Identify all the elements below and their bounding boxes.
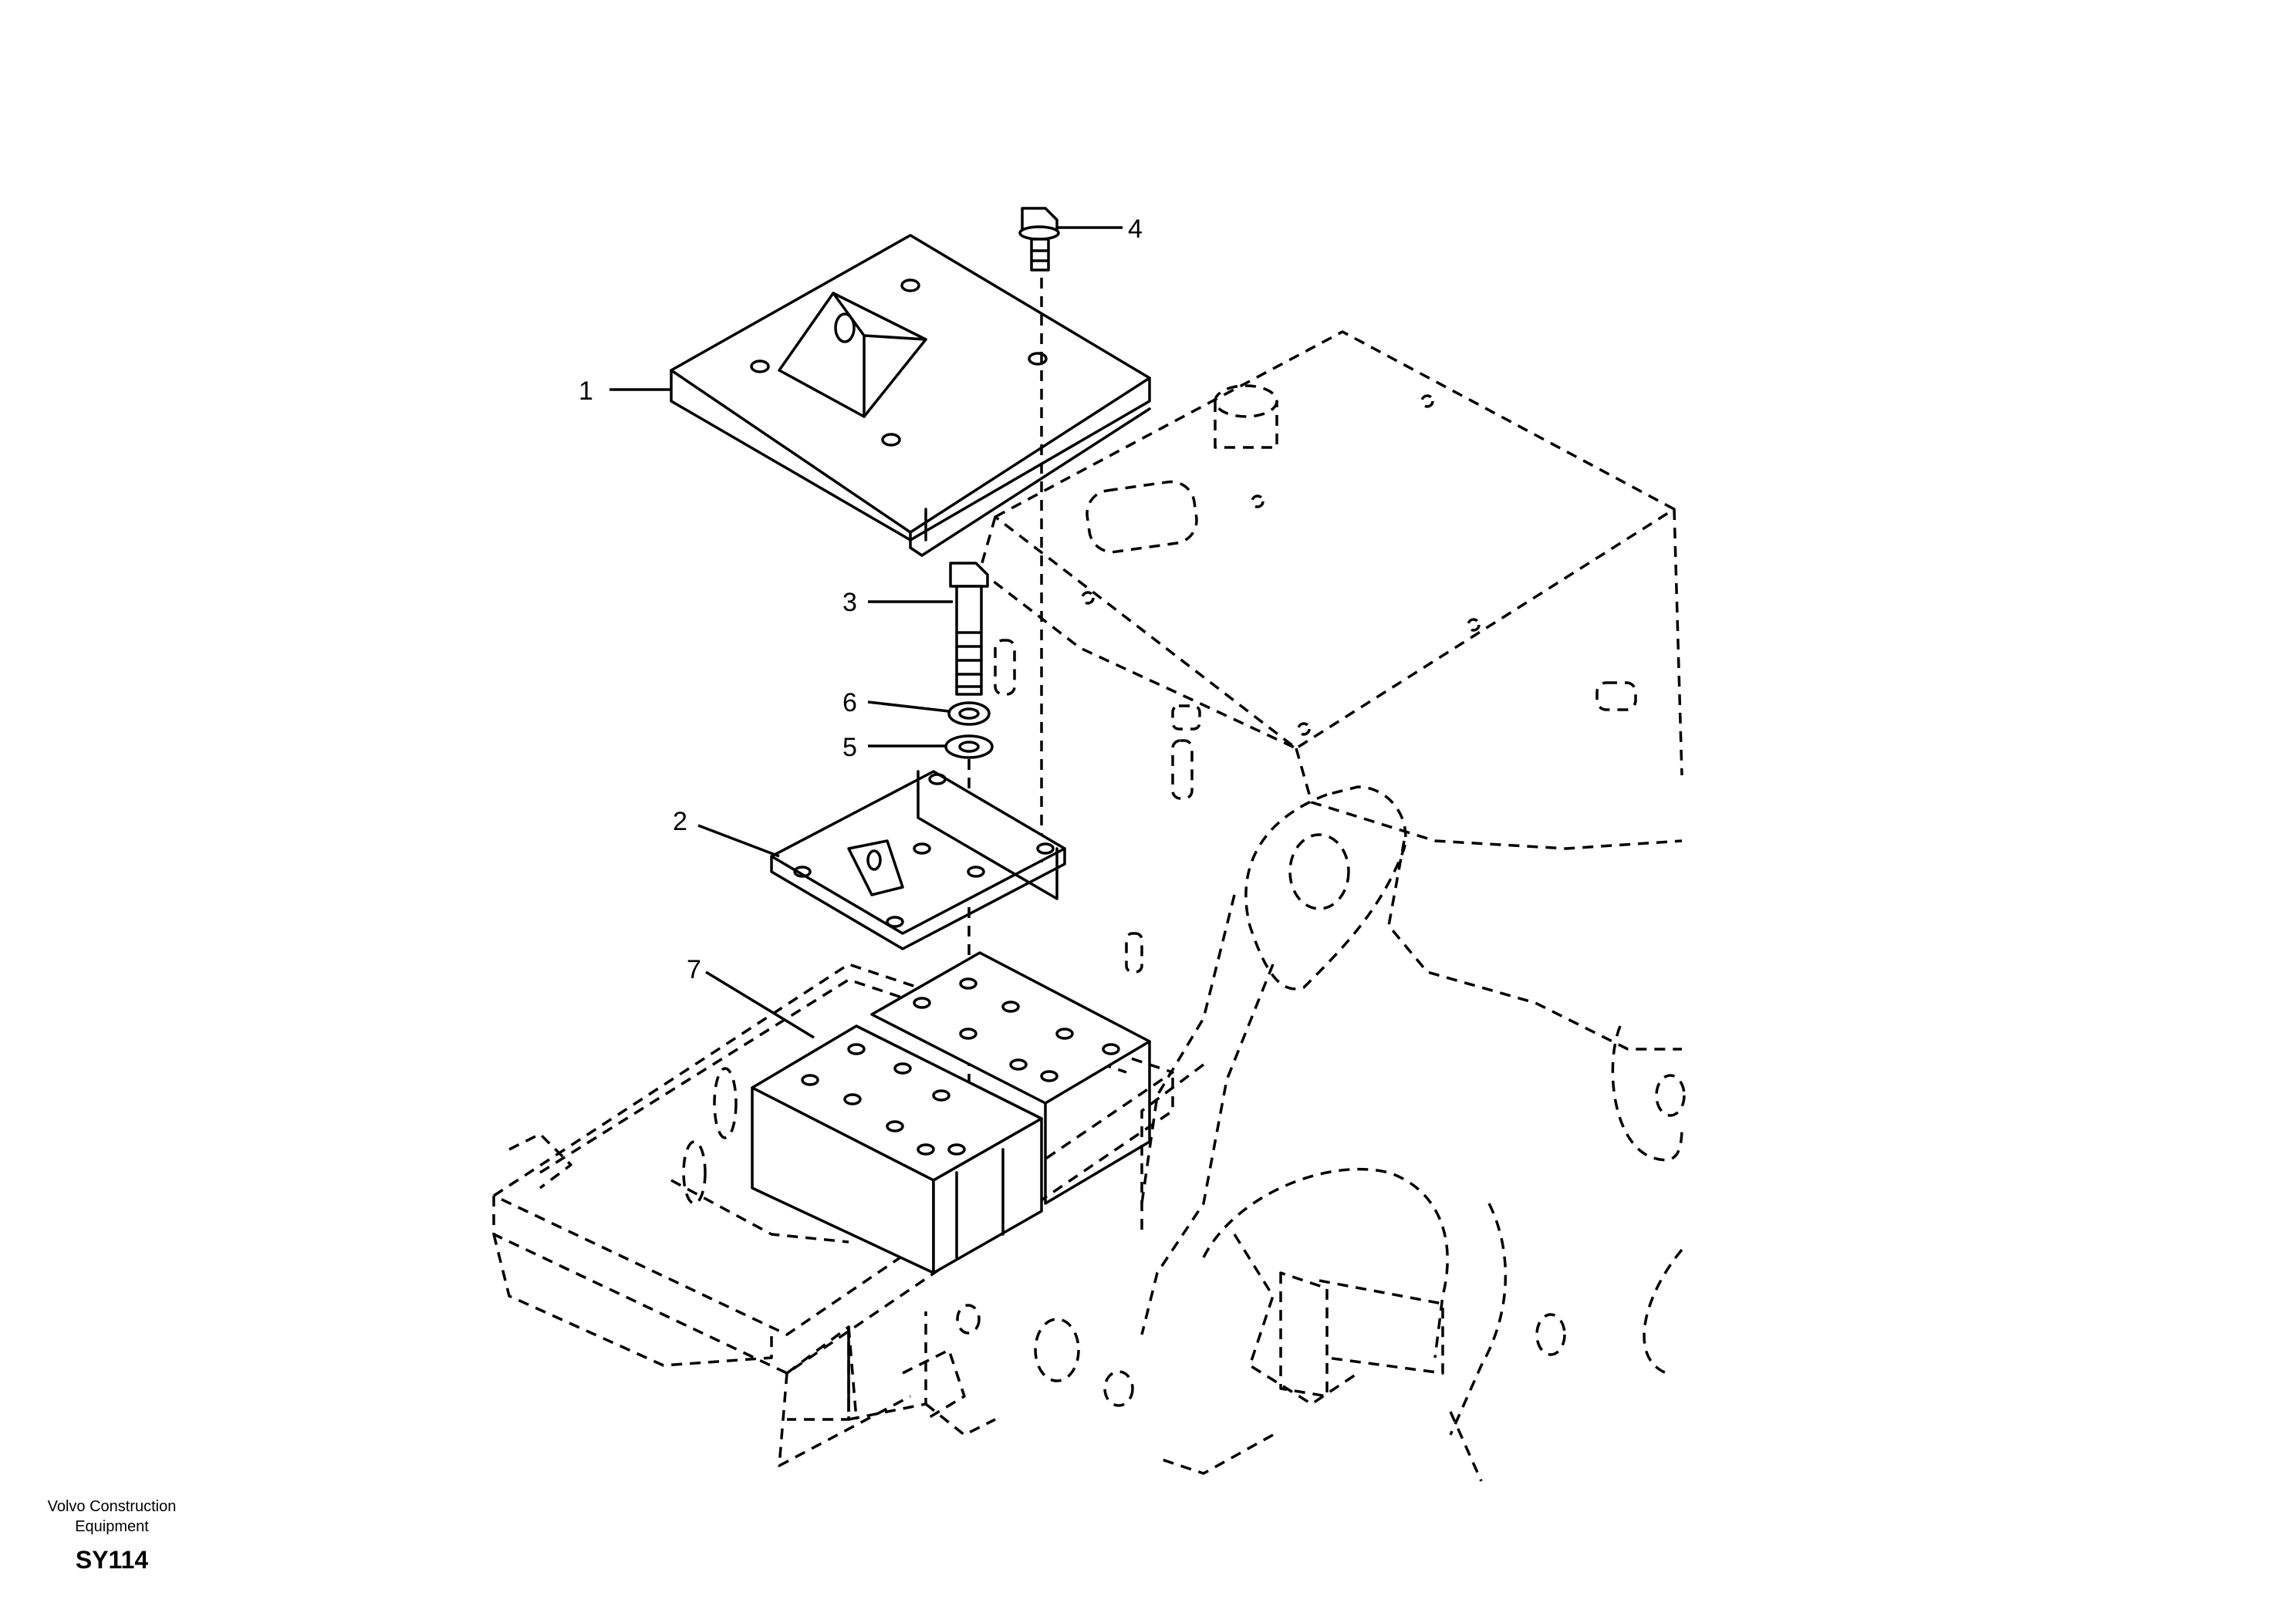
callout-5: 5	[842, 733, 857, 762]
footer-block: Volvo Construction Equipment SY114	[23, 1497, 201, 1574]
hold-down-bracket	[770, 770, 1066, 950]
battery-cover-plate	[670, 234, 1151, 557]
spring-washer	[947, 701, 991, 726]
callout-3: 3	[842, 588, 857, 617]
screw-small	[1018, 207, 1060, 864]
flat-washer	[944, 734, 994, 759]
callout-labels: 1 4 3 6 5 2 7	[579, 214, 1143, 984]
callout-4: 4	[1128, 214, 1143, 244]
diagram-code: SY114	[75, 1546, 149, 1574]
battery-pair	[751, 951, 1151, 1274]
callout-7: 7	[687, 955, 701, 984]
machine-frame-outline	[492, 330, 1686, 1482]
callout-1: 1	[579, 376, 593, 406]
company-name-line1: Volvo Construction	[47, 1498, 177, 1515]
company-name-line2: Equipment	[75, 1518, 149, 1535]
callout-2: 2	[673, 807, 687, 836]
callout-6: 6	[842, 688, 857, 717]
leader-lines	[609, 226, 1123, 1039]
